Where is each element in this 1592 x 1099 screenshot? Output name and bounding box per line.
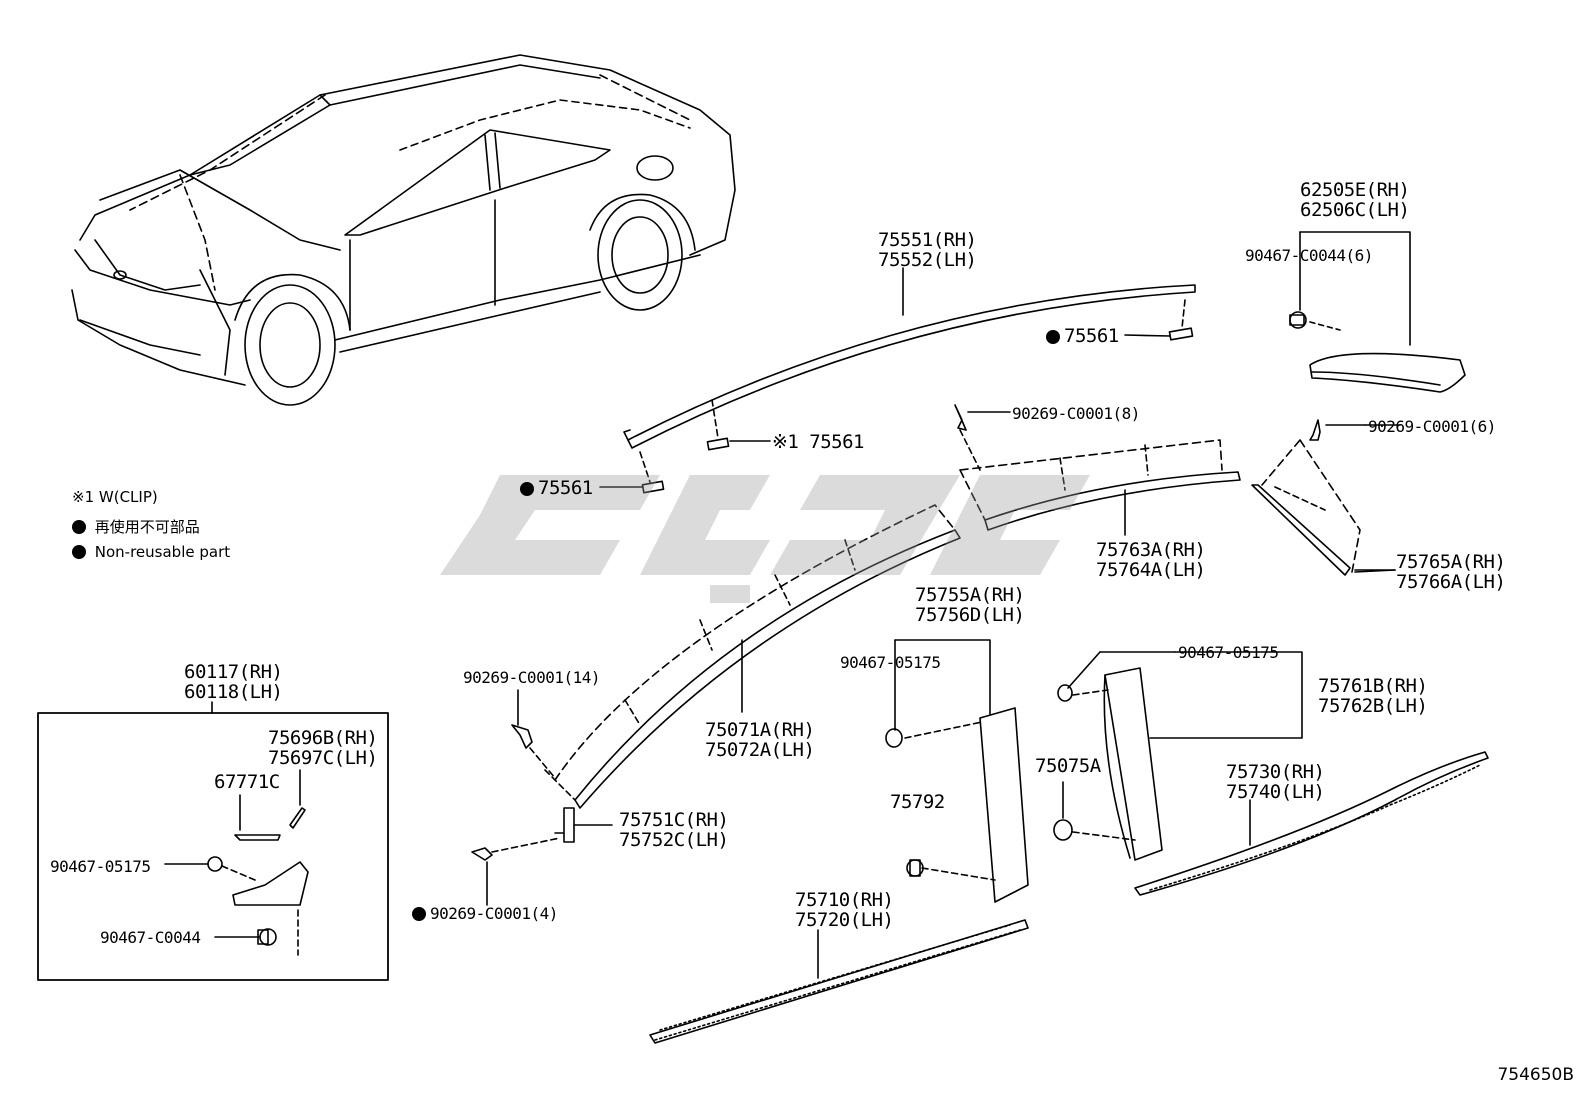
rear-spoiler-part [1289, 231, 1466, 393]
label-62505e: 62505E(RH) [1300, 179, 1410, 201]
nonreusable-dot-icon [72, 545, 86, 559]
label-75740: 75740(LH) [1226, 781, 1325, 803]
pillar-garnish-front [885, 639, 1029, 903]
label-90269-c0001-4: 90269-C0001(4) [412, 904, 558, 924]
reference-code: 754650B [1497, 1065, 1574, 1085]
label-90467-05175-mid: 90467-05175 [840, 653, 941, 672]
label-90269-c0001-8: 90269-C0001(8) [1012, 404, 1140, 423]
pillar-garnish-rear [1053, 651, 1303, 861]
bracket-part [471, 807, 613, 906]
label-75763a: 75763A(RH) [1096, 539, 1206, 561]
label-75766a: 75766A(LH) [1396, 571, 1506, 593]
vehicle-illustration [71, 54, 736, 406]
window-frame-molding-rear [1251, 419, 1396, 576]
label-75730: 75730(RH) [1226, 761, 1325, 783]
label-75551: 75551(RH) [878, 229, 977, 251]
label-75752c: 75752C(LH) [619, 829, 729, 851]
nonreusable-dot-icon [412, 907, 426, 921]
belt-molding-front [649, 919, 1029, 1044]
legend-nonreusable-jp: 再使用不可部品 [72, 518, 200, 536]
label-75561-a: 75561 [1046, 326, 1119, 346]
label-75561-a-text: 75561 [1064, 325, 1119, 347]
label-90467-05175-right: 90467-05175 [1178, 643, 1279, 662]
label-75710: 75710(RH) [795, 889, 894, 911]
label-75072a: 75072A(LH) [705, 739, 815, 761]
label-75075a: 75075A [1035, 755, 1101, 777]
nonreusable-dot-icon [72, 520, 86, 534]
nonreusable-dot-icon [1046, 330, 1060, 344]
label-90269-c0001-4-text: 90269-C0001(4) [430, 904, 558, 923]
legend-nonreusable-en-text: Non-reusable part [94, 543, 231, 561]
label-90269-c0001-14: 90269-C0001(14) [463, 668, 601, 687]
label-75755a: 75755A(RH) [915, 584, 1025, 606]
label-75720: 75720(LH) [795, 909, 894, 931]
label-75071a: 75071A(RH) [705, 719, 815, 741]
nonreusable-dot-icon [520, 482, 534, 496]
label-75561-clip: ※1 75561 [772, 431, 865, 453]
legend-nonreusable-jp-text: 再使用不可部品 [94, 518, 200, 536]
label-90467-c0044-box: 90467-C0044 [100, 928, 201, 947]
legend-clip-note: ※1 W(CLIP) [72, 488, 158, 506]
label-67771c: 67771C [214, 771, 280, 793]
label-90467-c0044-6: 90467-C0044(6) [1245, 246, 1373, 265]
belt-molding-rear [1134, 751, 1489, 896]
label-75765a: 75765A(RH) [1396, 551, 1506, 573]
label-75792: 75792 [890, 791, 945, 813]
label-75697c: 75697C(LH) [268, 747, 378, 769]
label-75762b: 75762B(LH) [1318, 695, 1428, 717]
inset-detail-box [37, 701, 389, 981]
label-75696b: 75696B(RH) [268, 727, 378, 749]
label-75751c: 75751C(RH) [619, 809, 729, 831]
leader-lines [1354, 424, 1401, 573]
label-75561-b: 75561 [520, 478, 593, 498]
label-75561-b-text: 75561 [538, 477, 593, 499]
legend-nonreusable-en: Non-reusable part [72, 543, 230, 561]
label-75552: 75552(LH) [878, 249, 977, 271]
window-frame-molding-front [954, 404, 1241, 536]
label-90467-05175-box: 90467-05175 [50, 857, 151, 876]
door-frame-molding-long [511, 504, 961, 809]
label-62506c: 62506C(LH) [1300, 199, 1410, 221]
label-60117: 60117(RH) [184, 661, 283, 683]
roof-molding [599, 267, 1196, 494]
label-90269-c0001-6: 90269-C0001(6) [1368, 417, 1496, 436]
watermark-logo [440, 475, 1090, 603]
label-60118: 60118(LH) [184, 681, 283, 703]
label-75756d: 75756D(LH) [915, 604, 1025, 626]
label-75764a: 75764A(LH) [1096, 559, 1206, 581]
label-75761b: 75761B(RH) [1318, 675, 1428, 697]
